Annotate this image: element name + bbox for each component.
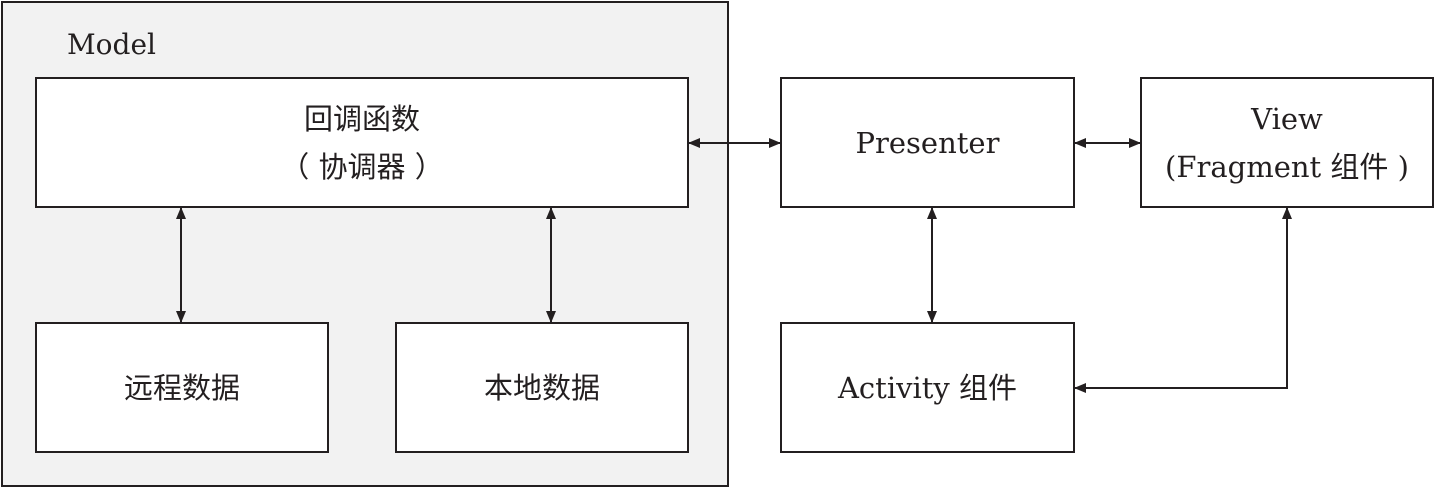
- view-box: View (Fragment 组件 ): [1140, 77, 1434, 208]
- presenter-box: Presenter: [780, 77, 1075, 208]
- model-label: Model: [67, 28, 156, 61]
- remote-data-box: 远程数据: [35, 322, 329, 453]
- view-subtitle: (Fragment 组件 ): [1165, 149, 1409, 184]
- callback-title: 回调函数: [303, 101, 420, 136]
- callback-coordinator-box: 回调函数 （ 协调器 ）: [35, 77, 689, 208]
- activity-box: Activity 组件: [780, 322, 1075, 453]
- view-title: View: [1251, 101, 1323, 136]
- presenter-label: Presenter: [855, 125, 1000, 160]
- activity-label: Activity 组件: [837, 370, 1018, 405]
- arrow-activity-view: [1074, 207, 1292, 393]
- callback-subtitle: （ 协调器 ）: [280, 149, 444, 184]
- local-data-box: 本地数据: [395, 322, 689, 453]
- remote-data-label: 远程数据: [123, 370, 240, 405]
- local-data-label: 本地数据: [483, 370, 600, 405]
